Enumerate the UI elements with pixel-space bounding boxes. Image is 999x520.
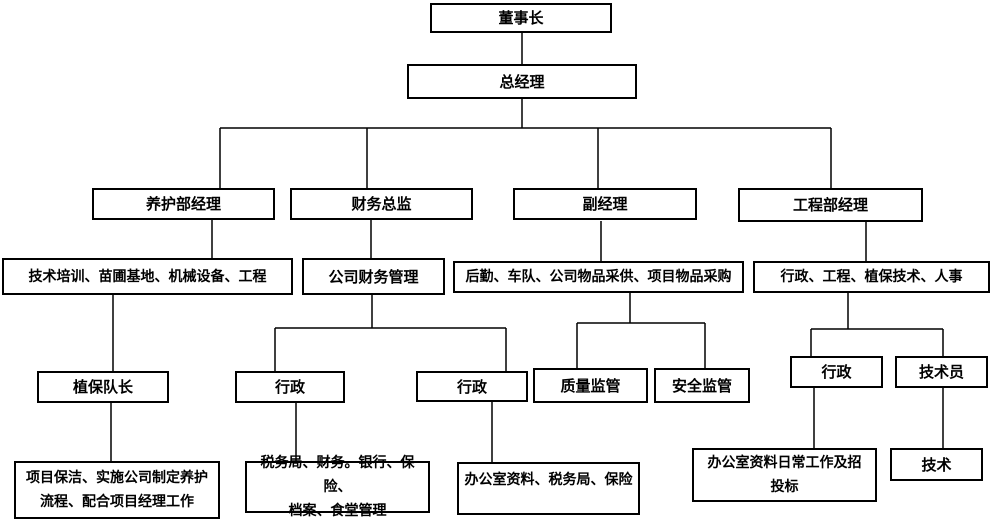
node-maintenance-manager: 养护部经理 [92,188,275,220]
node-quality-supervision: 质量监管 [533,368,648,403]
node-project-cleaning: 项目保洁、实施公司制定养护 流程、配合项目经理工作 [14,461,220,519]
node-office-tax-insurance: 办公室资料、税务局、保险 [457,462,640,515]
node-deputy-manager: 副经理 [513,188,697,220]
node-chairman: 董事长 [430,3,612,33]
node-technology: 技术 [890,448,983,481]
node-general-manager: 总经理 [407,64,637,99]
node-logistics: 后勤、车队、公司物品采供、项目物品采购 [453,261,744,293]
node-plant-protection-leader: 植保队长 [37,371,169,403]
node-admin-finance-2: 行政 [416,371,528,402]
node-engineering-manager: 工程部经理 [738,188,923,222]
node-admin-engineering-dept: 行政 [790,356,883,388]
edge-gm-children [219,99,832,188]
node-tech-training: 技术培训、苗圃基地、机械设备、工程 [2,258,293,295]
node-company-finance: 公司财务管理 [302,258,445,295]
edge-admineng-children [810,293,944,356]
node-technician: 技术员 [895,356,988,388]
node-finance-director: 财务总监 [290,188,473,220]
node-admin-engineering: 行政、工程、植保技术、人事 [753,261,990,293]
node-admin-finance-1: 行政 [235,371,345,403]
node-office-daily-bidding: 办公室资料日常工作及招 投标 [692,448,877,502]
edge-logistics-supervision [576,293,706,368]
node-safety-supervision: 安全监管 [654,368,750,403]
edge-companyfin-admins [274,295,507,374]
node-tax-finance: 税务局、财务。银行、保险、 档案、食堂管理 [245,455,430,519]
